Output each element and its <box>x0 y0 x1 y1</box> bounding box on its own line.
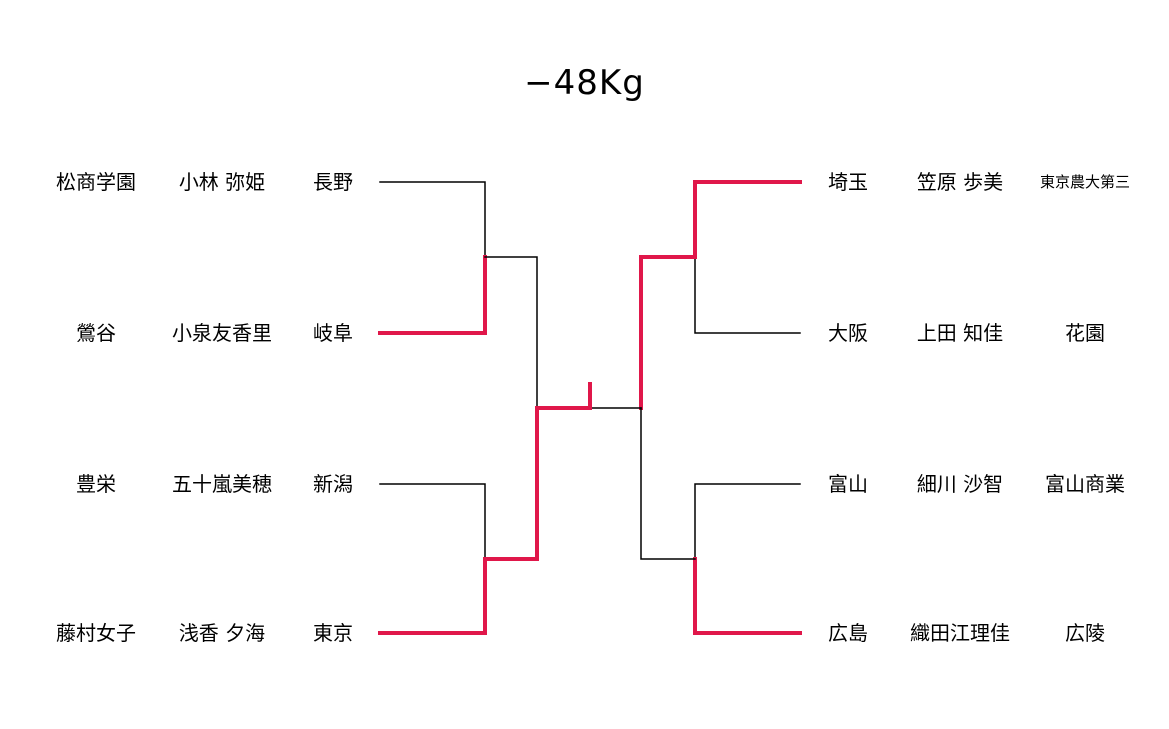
left-entry-4-school: 藤村女子 <box>56 621 136 645</box>
bracket-title: −48Kg <box>524 63 645 103</box>
bracket-right-semi-top <box>639 255 697 410</box>
left-entry-1-pref: 長野 <box>313 170 353 194</box>
bracket-right-1-stub <box>693 180 802 259</box>
right-entry-1-pref: 埼玉 <box>828 170 868 194</box>
bracket-left-semi-bottom <box>483 406 539 561</box>
bracket-right-3-stub <box>694 483 801 560</box>
left-entry-3-name: 五十嵐美穂 <box>172 472 272 496</box>
left-entry-2-school: 鶯谷 <box>76 321 116 345</box>
bracket-left-3-stub <box>379 483 486 560</box>
right-entry-1-name: 笠原 歩美 <box>916 170 1004 194</box>
right-entry-4-name: 織田江理佳 <box>910 621 1010 645</box>
right-entry-2-pref: 大阪 <box>828 321 868 345</box>
bracket-right-2-stub <box>694 256 801 334</box>
right-entry-1-school: 東京農大第三 <box>1039 173 1130 191</box>
right-entry-3-school: 富山商業 <box>1045 472 1125 496</box>
right-entry-4-school: 広陵 <box>1065 621 1105 645</box>
right-entry-2-name: 上田 知佳 <box>916 321 1004 345</box>
right-entry-3-name: 細川 沙智 <box>916 472 1004 496</box>
left-entry-1-name: 小林 弥姫 <box>178 170 266 194</box>
left-entry-2-pref: 岐阜 <box>313 321 353 345</box>
left-entry-3-school: 豊栄 <box>76 472 116 496</box>
left-entry-4-name: 浅香 夕海 <box>178 621 266 645</box>
right-entry-4-pref: 広島 <box>828 621 868 645</box>
bracket-right-semi-bottom <box>640 407 696 560</box>
left-entry-1-school: 松商学園 <box>56 170 136 194</box>
bracket-left-semi-top <box>484 256 538 409</box>
left-entry-4-pref: 東京 <box>313 621 353 645</box>
left-entry-2-name: 小泉友香里 <box>172 321 272 345</box>
bracket-right-4-stub <box>693 557 802 635</box>
left-entry-3-pref: 新潟 <box>313 472 353 496</box>
bracket-left-1-stub <box>379 181 486 258</box>
right-entry-3-pref: 富山 <box>828 472 868 496</box>
right-entry-2-school: 花園 <box>1065 321 1105 345</box>
bracket-left-4-stub <box>378 557 487 635</box>
bracket-left-2-stub <box>378 255 487 335</box>
